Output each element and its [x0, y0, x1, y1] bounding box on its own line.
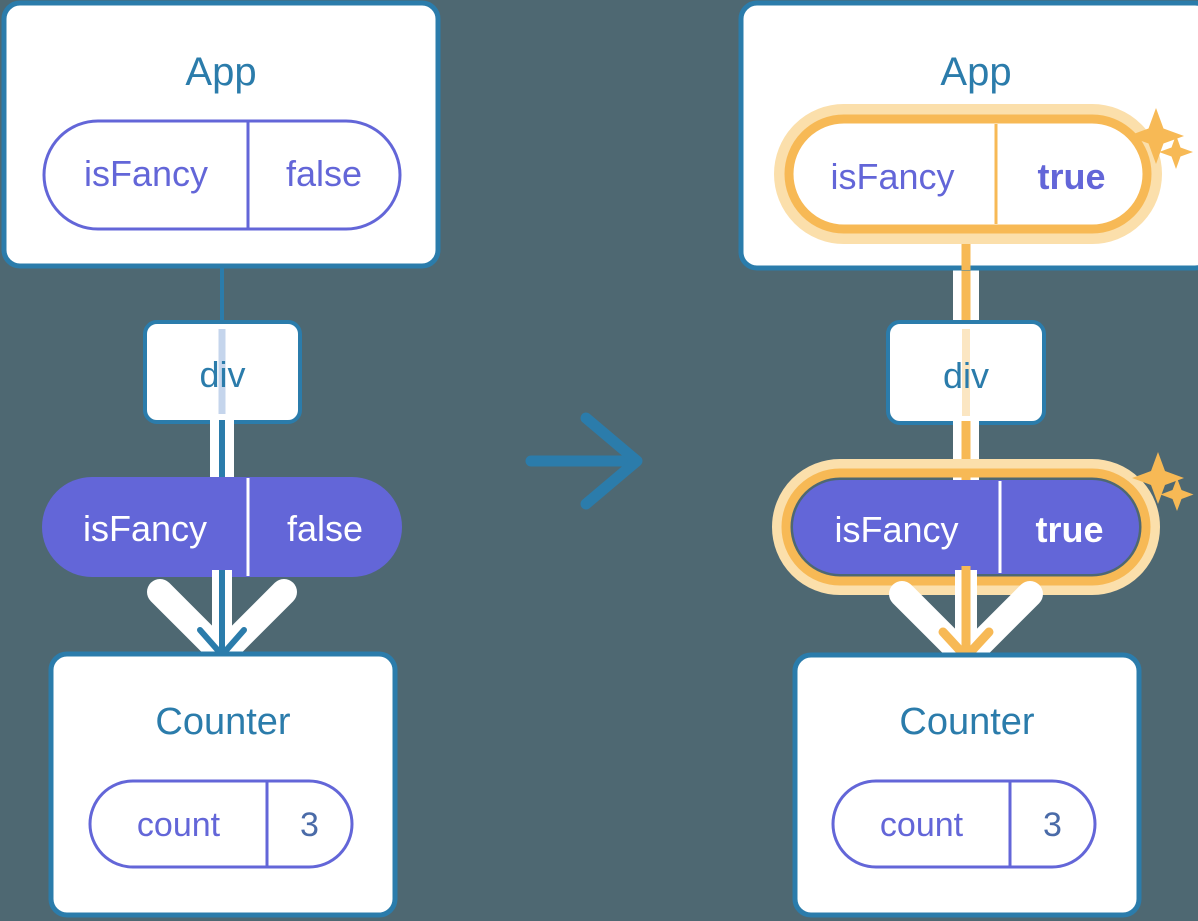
app-state-pill-ring-right [784, 114, 1152, 234]
counter-state-pill-right[interactable] [831, 779, 1097, 869]
sparkle-large-icon [1132, 452, 1184, 504]
prop-pill-right[interactable] [793, 480, 1139, 574]
app-state-pill-left[interactable] [42, 119, 402, 231]
counter-state-pill-left[interactable] [88, 779, 354, 869]
arrow-prop-to-counter-left [147, 570, 297, 667]
transition-arrow-right-icon [525, 412, 643, 510]
sparkle-small-icon [1159, 135, 1193, 169]
sparkle-group-app-pill [1128, 108, 1193, 169]
sparkle-group-prop-pill [1132, 452, 1194, 511]
sparkle-large-icon [1128, 108, 1184, 164]
app-state-pill-glow-right [774, 104, 1162, 244]
sparkle-small-icon [1160, 478, 1194, 511]
prop-pill-left[interactable] [42, 477, 402, 577]
